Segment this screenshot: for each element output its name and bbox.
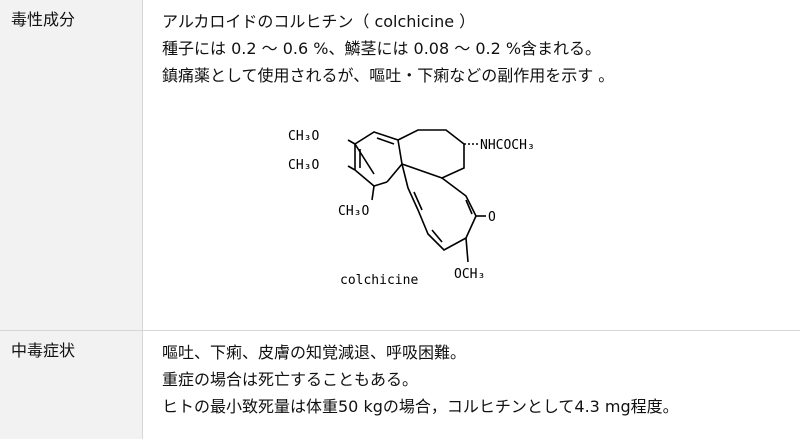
acetamide-group: NHCOCH₃ <box>480 138 535 153</box>
symptom-line-1: 嘔吐、下痢、皮膚の知覚減退、呼吸困難。 <box>162 343 467 362</box>
carbonyl-oxygen: O <box>488 210 496 225</box>
methoxy-group-3: CH₃O <box>338 204 369 219</box>
toxic-component-cell: アルカロイドのコルヒチン（ colchicine ） 種子には 0.2 〜 0.… <box>144 0 800 330</box>
toxin-line-3: 鎮痛薬として使用されるが、嘔吐・下痢などの副作用を示す 。 <box>162 66 615 85</box>
structure-bonds <box>347 129 486 263</box>
poisoning-symptoms-row: 中毒症状 嘔吐、下痢、皮膚の知覚減退、呼吸困難。 重症の場合は死亡することもある… <box>0 331 800 439</box>
colchicine-structure-diagram: CH₃O CH₃O CH₃O NHCOCH₃ O OCH₃ colchicine <box>288 129 535 288</box>
toxic-component-row: 毒性成分 アルカロイドのコルヒチン（ colchicine ） 種子には 0.2… <box>0 0 800 331</box>
poisoning-symptoms-cell: 嘔吐、下痢、皮膚の知覚減退、呼吸困難。 重症の場合は死亡することもある。 ヒトの… <box>144 331 800 439</box>
symptom-line-3: ヒトの最小致死量は体重50 kgの場合，コルヒチンとして4.3 mg程度。 <box>162 397 679 416</box>
structure-caption: colchicine <box>340 273 418 288</box>
toxin-line-1: アルカロイドのコルヒチン（ colchicine ） <box>162 12 476 31</box>
symptom-line-2: 重症の場合は死亡することもある。 <box>162 370 419 389</box>
methoxy-group-4: OCH₃ <box>454 267 485 282</box>
methoxy-group-2: CH₃O <box>288 158 319 173</box>
poisoning-symptoms-heading: 中毒症状 <box>0 331 143 439</box>
methoxy-group-1: CH₃O <box>288 129 319 144</box>
toxic-component-heading: 毒性成分 <box>0 0 143 330</box>
toxin-line-2: 種子には 0.2 〜 0.6 %、鱗茎には 0.08 〜 0.2 %含まれる。 <box>162 39 602 58</box>
